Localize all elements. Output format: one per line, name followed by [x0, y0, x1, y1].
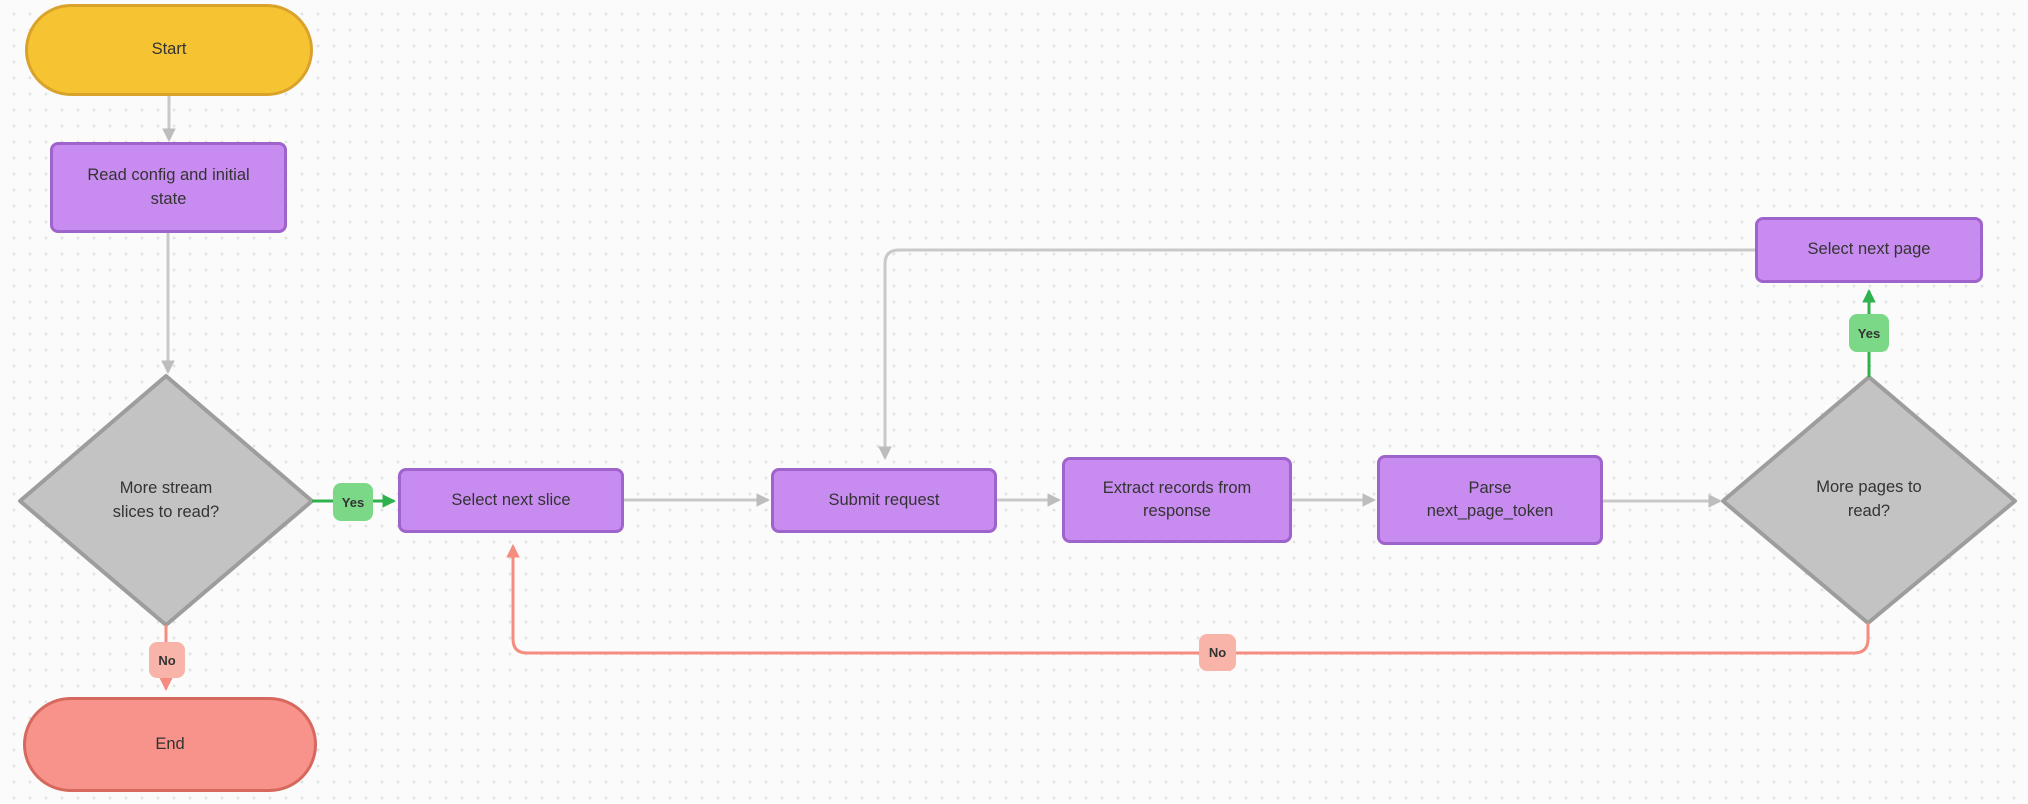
decision-more-pages-shape [1721, 375, 2017, 625]
edge-label-pages-no: No [1199, 634, 1236, 671]
node-start: Start [25, 4, 313, 96]
node-read-config: Read config and initial state [50, 142, 287, 233]
node-select-next-page: Select next page [1755, 217, 1983, 283]
node-parse-next-page-token: Parse next_page_token [1377, 455, 1603, 545]
node-end: End [23, 697, 317, 792]
edge-label-slices-no: No [149, 642, 185, 678]
edge-more-pages-no-loop [506, 543, 1870, 655]
node-extract-records: Extract records from response [1062, 457, 1292, 543]
edge-label-pages-yes: Yes [1849, 314, 1889, 352]
edge-select-page-to-submit-loop [878, 248, 1755, 461]
decision-more-slices-shape [18, 374, 314, 627]
node-submit-request: Submit request [771, 468, 997, 533]
edge-label-slices-yes: Yes [333, 483, 373, 521]
node-select-next-slice: Select next slice [398, 468, 624, 533]
